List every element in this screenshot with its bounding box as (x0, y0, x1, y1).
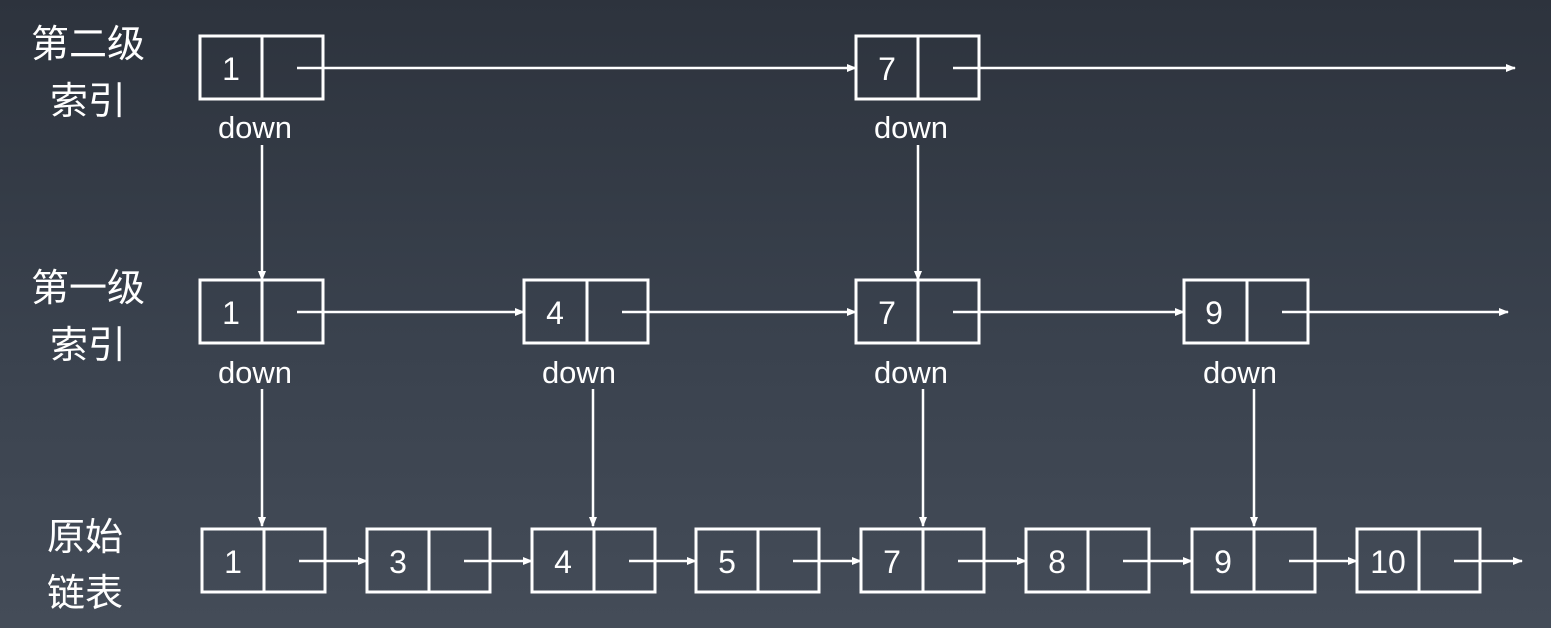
node-value: 10 (1370, 544, 1406, 580)
node-value: 8 (1048, 544, 1066, 580)
level1-label: 第一级 索引 (31, 268, 145, 367)
node-value: 4 (546, 295, 564, 331)
level1-node: 9 down (1182, 278, 1310, 390)
level1-node: 1 down (198, 278, 325, 390)
level2-label: 第二级 索引 (31, 24, 145, 123)
node-value: 3 (389, 544, 407, 580)
node-value: 9 (1214, 544, 1232, 580)
level2-label-line2: 索引 (50, 81, 126, 123)
node-value: 7 (883, 544, 901, 580)
base-list-label: 原始 链表 (47, 517, 123, 615)
node-value: 5 (718, 544, 736, 580)
base-list-label-line1: 原始 (47, 517, 123, 559)
node-value: 1 (222, 295, 240, 331)
level1-node: 7 down (854, 278, 981, 390)
level1-node: 4 down (522, 278, 650, 390)
down-pointer-label: down (218, 110, 292, 145)
node-value: 4 (554, 544, 572, 580)
down-pointer-label: down (218, 355, 292, 390)
level2-node: 7 down (854, 34, 981, 145)
node-value: 9 (1205, 295, 1223, 331)
base-list-label-line2: 链表 (47, 573, 123, 615)
node-value: 7 (878, 51, 896, 87)
level2-node: 1 down (198, 34, 325, 145)
level2-label-line1: 第二级 (31, 24, 145, 66)
level1-index: 1 down 4 down 7 down 9 down (198, 278, 1509, 390)
level1-label-line2: 索引 (50, 325, 126, 367)
level2-index: 1 down 7 down (198, 34, 1516, 145)
node-value: 1 (224, 544, 242, 580)
down-pointer-label: down (874, 110, 948, 145)
node-value: 1 (222, 51, 240, 87)
base-linked-list: 1 3 4 5 7 8 9 (200, 527, 1523, 594)
down-pointers (258, 145, 1258, 527)
down-pointer-label: down (542, 355, 616, 390)
level1-label-line1: 第一级 (31, 268, 145, 310)
down-pointer-label: down (874, 355, 948, 390)
node-value: 7 (878, 295, 896, 331)
down-pointer-label: down (1203, 355, 1277, 390)
